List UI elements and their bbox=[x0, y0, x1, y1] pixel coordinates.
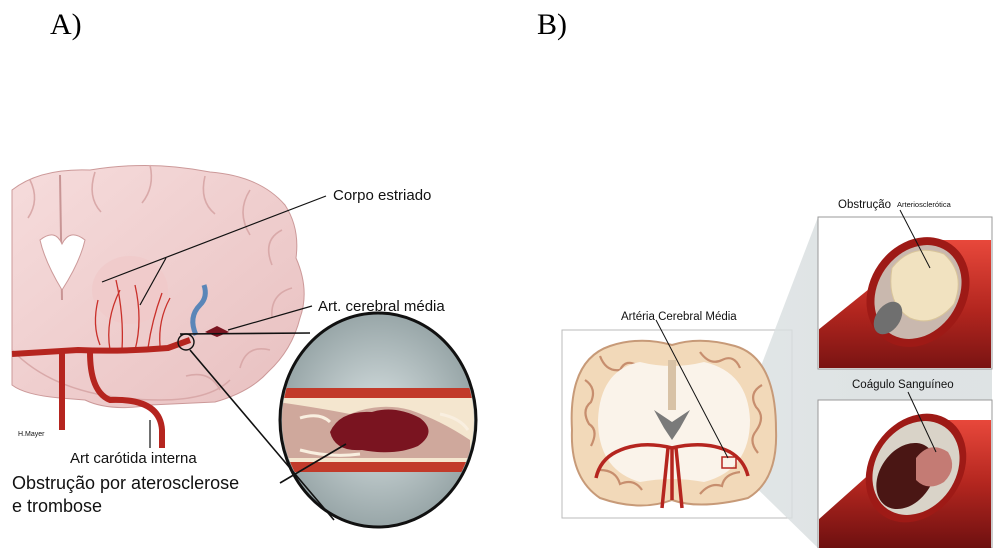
label-arteria-cerebral-media: Artéria Cerebral Média bbox=[621, 311, 737, 323]
corpo-estriado-region bbox=[92, 256, 168, 324]
label-coagulo-sanguineo: Coágulo Sanguíneo bbox=[852, 379, 954, 391]
label-obstrucao-line1: Obstrução por aterosclerose bbox=[12, 473, 239, 493]
label-credit: H.Mayer bbox=[18, 431, 45, 438]
label-obstrucao-line2: e trombose bbox=[12, 496, 102, 516]
magnified-artery bbox=[270, 388, 500, 472]
label-art-carotida-interna: Art carótida interna bbox=[70, 450, 197, 467]
label-arteriosclerotica: Arteriosclerótica bbox=[897, 200, 952, 209]
label-art-cerebral-media: Art. cerebral média bbox=[318, 298, 445, 315]
label-corpo-estriado: Corpo estriado bbox=[333, 187, 431, 204]
label-obstrucao: Obstrução bbox=[838, 199, 891, 211]
